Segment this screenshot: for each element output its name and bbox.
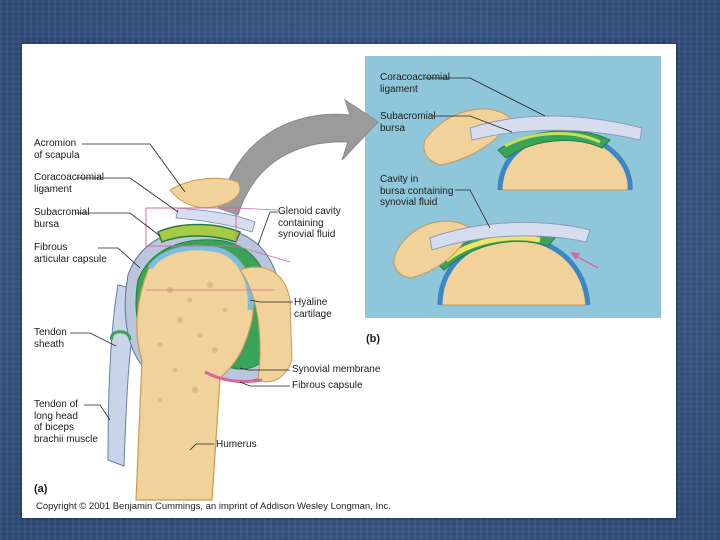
highlight-box — [145, 207, 237, 247]
label-humerus: Humerus — [216, 439, 257, 450]
transition-arrow — [217, 98, 379, 216]
label-fibrous-articular: Fibrous articular capsule — [34, 242, 107, 265]
hyaline-cartilage-shape — [147, 245, 253, 311]
label-cavity-bursa: Cavity in bursa containing synovial flui… — [380, 174, 454, 208]
label-tendon-biceps: Tendon of long head of biceps brachii mu… — [34, 399, 98, 445]
label-synovial-membrane: Synovial membrane — [292, 364, 381, 375]
ligament-shape — [175, 207, 256, 233]
label-tendon-sheath: Tendon sheath — [34, 327, 67, 350]
inset-bottom-joint — [393, 220, 599, 306]
label-glenoid: Glenoid cavity containing synovial fluid — [278, 206, 341, 240]
acromion-shape — [169, 177, 241, 209]
label-coracoacromial-a: Coracoacromial ligament — [34, 172, 105, 195]
leader-lines — [70, 77, 546, 451]
label-fibrous-capsule: Fibrous capsule — [292, 380, 363, 391]
panel-label-a: (a) — [34, 483, 48, 495]
glenoid-shape — [239, 266, 293, 383]
copyright-text: Copyright © 2001 Benjamin Cummings, an i… — [36, 501, 391, 512]
bursa-shape — [157, 223, 241, 243]
label-coracoacromial-b: Coracoacromial ligament — [380, 72, 451, 95]
label-subacromial-a: Subacromial bursa — [34, 207, 90, 230]
label-hyaline: Hyaline cartilage — [294, 297, 332, 320]
inset-top-joint — [423, 108, 643, 191]
label-acromion: Acromion of scapula — [34, 138, 80, 161]
bone-texture — [157, 282, 228, 403]
panel-label-b: (b) — [366, 333, 381, 345]
label-subacromial-b: Subacromial bursa — [380, 111, 436, 134]
